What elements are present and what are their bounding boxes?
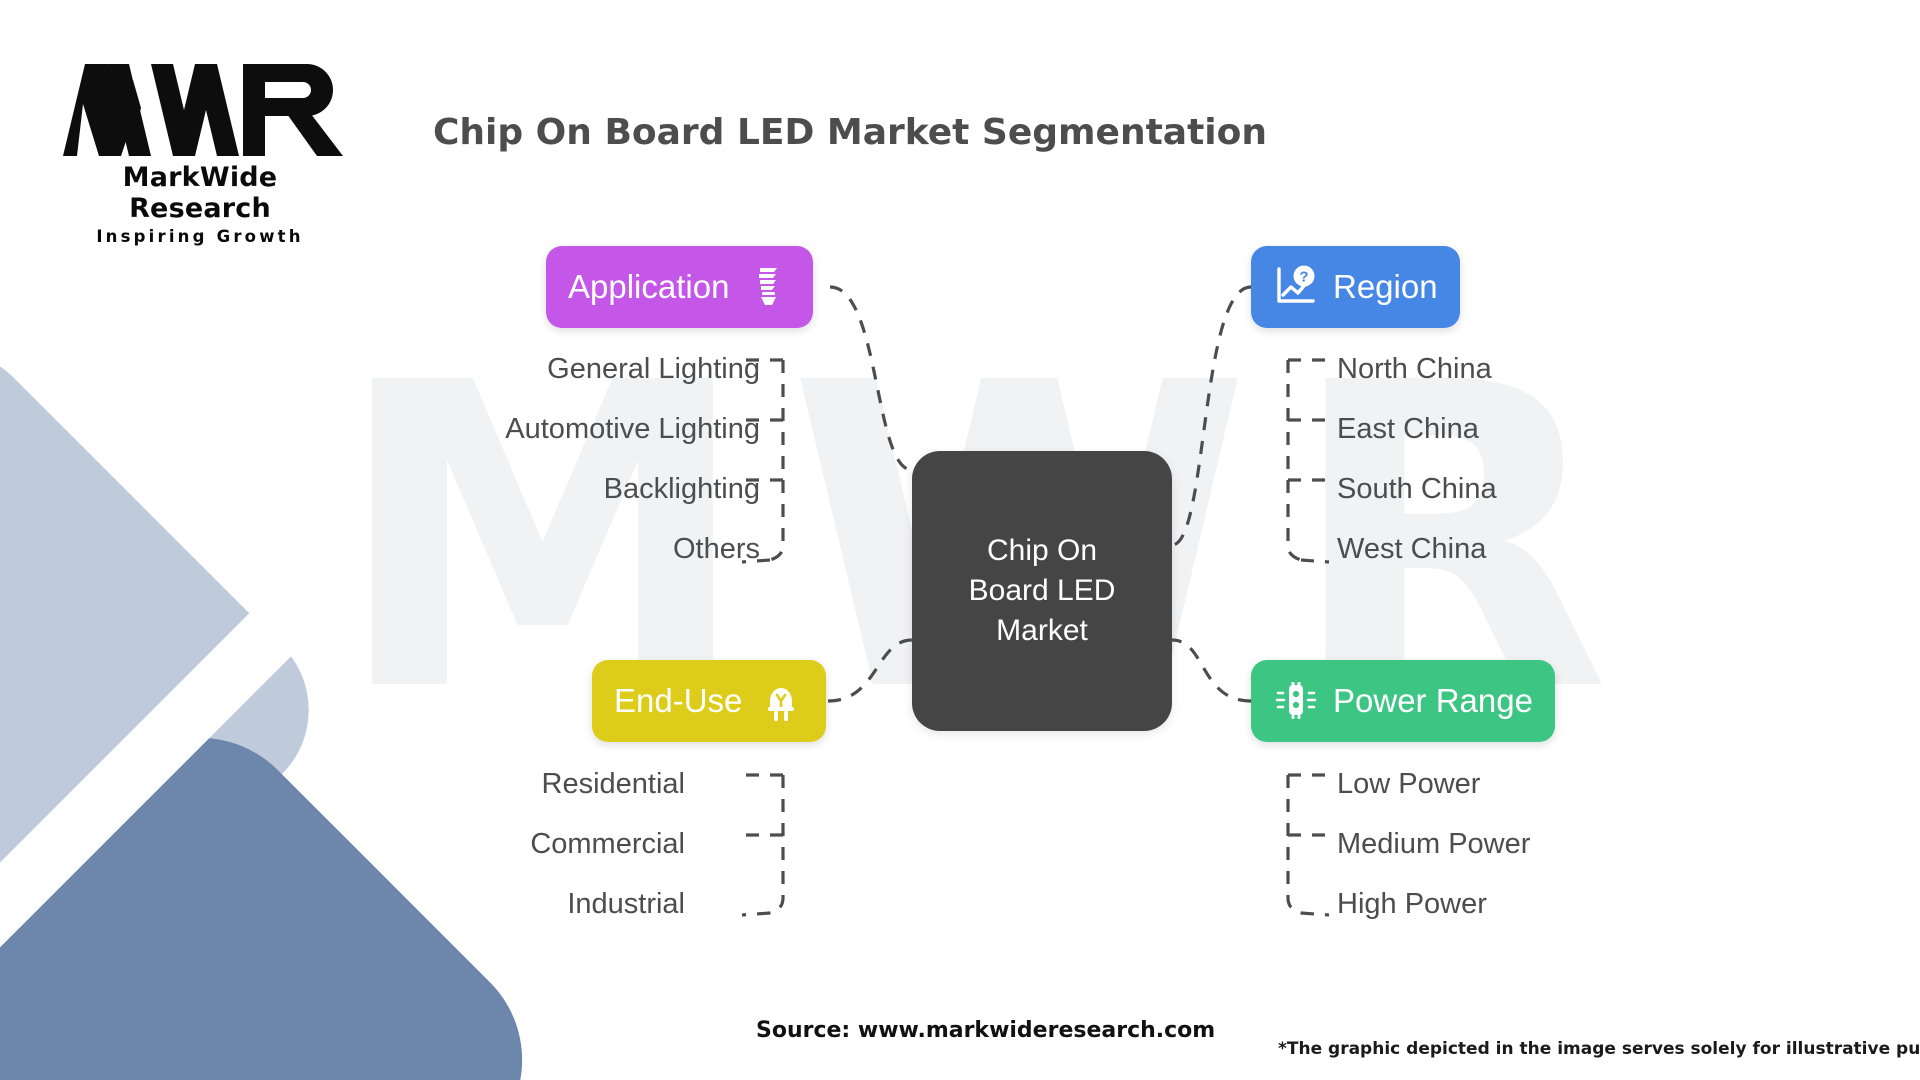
list-item: Low Power: [1337, 768, 1481, 800]
list-item: Commercial: [530, 828, 685, 860]
page-title: Chip On Board LED Market Segmentation: [432, 112, 1267, 153]
category-label-enduse: End-Use: [614, 682, 743, 719]
category-pill-enduse[interactable]: End-Use: [592, 660, 827, 742]
led-diode-icon: [758, 678, 804, 724]
category-label-power: Power Range: [1333, 682, 1533, 719]
list-item: General Lighting: [547, 353, 760, 385]
center-node: Chip On Board LED Market: [912, 451, 1172, 731]
brand-logo: MarkWide Research Inspiring Growth: [55, 60, 345, 246]
source-note: Source: www.markwideresearch.com: [756, 1018, 1216, 1043]
list-item: West China: [1337, 533, 1487, 565]
svg-text:?: ?: [1299, 269, 1308, 286]
center-node-label: Chip On Board LED Market: [968, 534, 1116, 647]
list-item: Backlighting: [603, 473, 760, 505]
branch-list-application: General Lighting Automotive Lighting Bac…: [140, 355, 760, 595]
mwr-logo-icon: [63, 64, 343, 156]
list-item: East China: [1337, 413, 1479, 445]
chart-question-icon: ?: [1273, 264, 1319, 310]
category-pill-region[interactable]: ? Region: [1251, 246, 1460, 328]
led-chip-icon: [1273, 678, 1319, 724]
category-pill-application[interactable]: Application: [546, 246, 814, 328]
brand-tagline: Inspiring Growth: [96, 227, 304, 246]
branch-list-power: Low Power Medium Power High Power: [1337, 770, 1777, 950]
list-item: North China: [1337, 353, 1492, 385]
branch-list-enduse: Residential Commercial Industrial: [140, 770, 685, 950]
list-item: Industrial: [567, 888, 685, 920]
brand-name: MarkWide Research: [122, 162, 278, 224]
category-label-application: Application: [568, 268, 730, 305]
list-item: Residential: [541, 768, 685, 800]
disclaimer-note: *The graphic depicted in the image serve…: [1278, 1039, 1920, 1059]
list-item: Others: [672, 533, 760, 565]
list-item: South China: [1337, 473, 1497, 505]
list-item: Automotive Lighting: [505, 413, 760, 445]
cfl-bulb-icon: [745, 264, 791, 310]
category-pill-power[interactable]: Power Range: [1251, 660, 1555, 742]
list-item: Medium Power: [1337, 828, 1531, 860]
branch-list-region: North China East China South China West …: [1337, 355, 1777, 595]
list-item: High Power: [1337, 888, 1487, 920]
category-label-region: Region: [1333, 268, 1438, 305]
